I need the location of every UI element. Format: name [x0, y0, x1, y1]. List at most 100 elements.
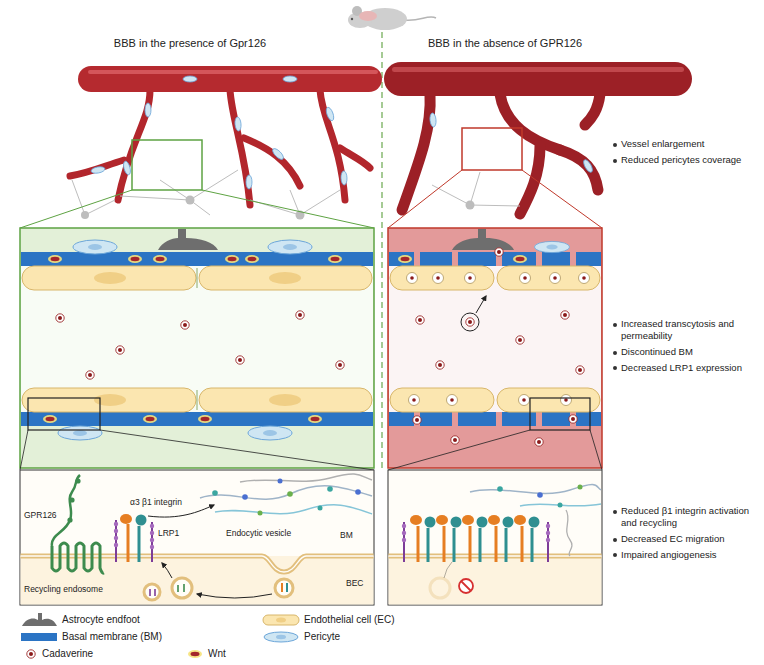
legend-color-swatch: [263, 615, 299, 625]
illustration-part: [476, 296, 486, 313]
illustration-part: [144, 584, 160, 600]
illustration-part: [245, 255, 259, 263]
illustration-part: [327, 486, 333, 492]
illustration-part: [351, 18, 353, 20]
illustration-part: [69, 497, 74, 502]
illustration-part: [197, 594, 272, 598]
illustration-part: [52, 543, 104, 573]
effect-bullet: Reduced β1 integrin activation and recyc…: [612, 505, 758, 529]
molecular-inset-normal: [20, 470, 374, 605]
illustration-part: [118, 90, 150, 200]
legend-item: Wnt: [186, 646, 226, 661]
illustration-part: [550, 273, 561, 284]
illustration-part: [116, 346, 124, 354]
illustration-part: [197, 268, 198, 410]
legend-color-swatch: [21, 633, 57, 641]
mouse-icon: [348, 6, 436, 30]
illustration-part: [420, 252, 452, 266]
illustration-part: [402, 94, 430, 210]
illustration-part: [576, 412, 601, 426]
illustration-part: [520, 146, 540, 214]
molecule-label: α3 β1 integrin: [130, 497, 182, 508]
illustration-part: [398, 255, 412, 263]
illustration-part: [389, 252, 601, 426]
illustration-part: [120, 170, 238, 215]
illustration-part: [465, 273, 476, 284]
illustration-part: [318, 506, 323, 511]
illustration-part: [505, 528, 508, 562]
illustration-part: [114, 522, 118, 526]
legend-swatch-detail: [276, 634, 286, 638]
illustration-part: [432, 172, 520, 206]
illustration-part: [461, 313, 479, 331]
illustration-part: [425, 517, 436, 528]
illustration-part: [355, 489, 361, 495]
illustration-part: [451, 436, 459, 444]
illustration-part: [242, 494, 248, 500]
illustration-part: [81, 211, 89, 219]
illustration-part: [286, 583, 288, 592]
legend-color-swatch: [22, 613, 57, 626]
illustration-part: [86, 371, 94, 379]
illustration-part: [558, 503, 563, 508]
illustration-part: [495, 526, 498, 562]
illustration-part: [308, 415, 322, 423]
cadaverine-icon: [27, 649, 35, 657]
illustration-part: [70, 160, 124, 176]
illustration-part: [516, 336, 524, 344]
illustration-part: [566, 510, 572, 556]
illustration-part: [542, 412, 570, 426]
illustration-part: [136, 515, 147, 526]
illustration-part: [212, 479, 361, 516]
illustration-part: [569, 415, 577, 423]
illustration-part: [497, 486, 503, 492]
illustration-part: [436, 361, 444, 369]
illustration-part: [407, 273, 418, 284]
illustration-part: [452, 229, 514, 250]
illustration-part: [94, 394, 126, 406]
molecule-label: LRP1: [158, 528, 179, 539]
legend-swatch-detail: [276, 617, 286, 622]
illustration-part: [451, 517, 462, 528]
illustration-part: [430, 578, 450, 598]
illustration-part: [542, 252, 570, 266]
illustration-part: [132, 140, 202, 190]
effect-bullet: Impaired angiogenesis: [612, 549, 758, 561]
illustration-part: [535, 438, 543, 446]
divider: [381, 32, 382, 470]
illustration-part: [546, 524, 550, 542]
illustration-part: [244, 138, 300, 186]
effect-bullet: Vessel enlargement: [612, 138, 758, 150]
illustration-part: [417, 526, 420, 562]
illustration-part: [150, 524, 154, 528]
illustration-part: [495, 248, 503, 256]
illustration-part: [94, 272, 126, 284]
illustration-part: [404, 17, 436, 20]
legend-swatch: [262, 630, 300, 644]
illustration-part: [67, 517, 72, 522]
illustration-part: [72, 170, 340, 215]
wnt-icon: [188, 650, 202, 658]
illustration-part: [488, 515, 500, 525]
illustration-part: [469, 526, 472, 562]
illustration-part: [20, 430, 28, 470]
illustration-part: [520, 273, 531, 284]
illustration-part: [20, 470, 374, 605]
effect-bullet: Decreased LRP1 expression: [612, 362, 758, 374]
illustration-part: [197, 268, 198, 410]
illustration-part: [250, 190, 340, 215]
illustration-part: [453, 528, 456, 562]
illustration-part: [328, 255, 342, 263]
illustration-part: [402, 524, 406, 528]
illustration-part: [459, 579, 473, 593]
illustration-part: [199, 388, 372, 412]
illustration-part: [447, 395, 458, 406]
illustration-part: [416, 316, 424, 324]
illustration-part: [444, 562, 452, 578]
illustration-part: [114, 543, 118, 547]
illustration-part: [503, 517, 514, 528]
legend-item: Astrocyte endfoot: [20, 612, 140, 627]
illustration-part: [410, 515, 540, 562]
illustration-part: [100, 430, 374, 470]
illustration-part: [497, 388, 600, 412]
